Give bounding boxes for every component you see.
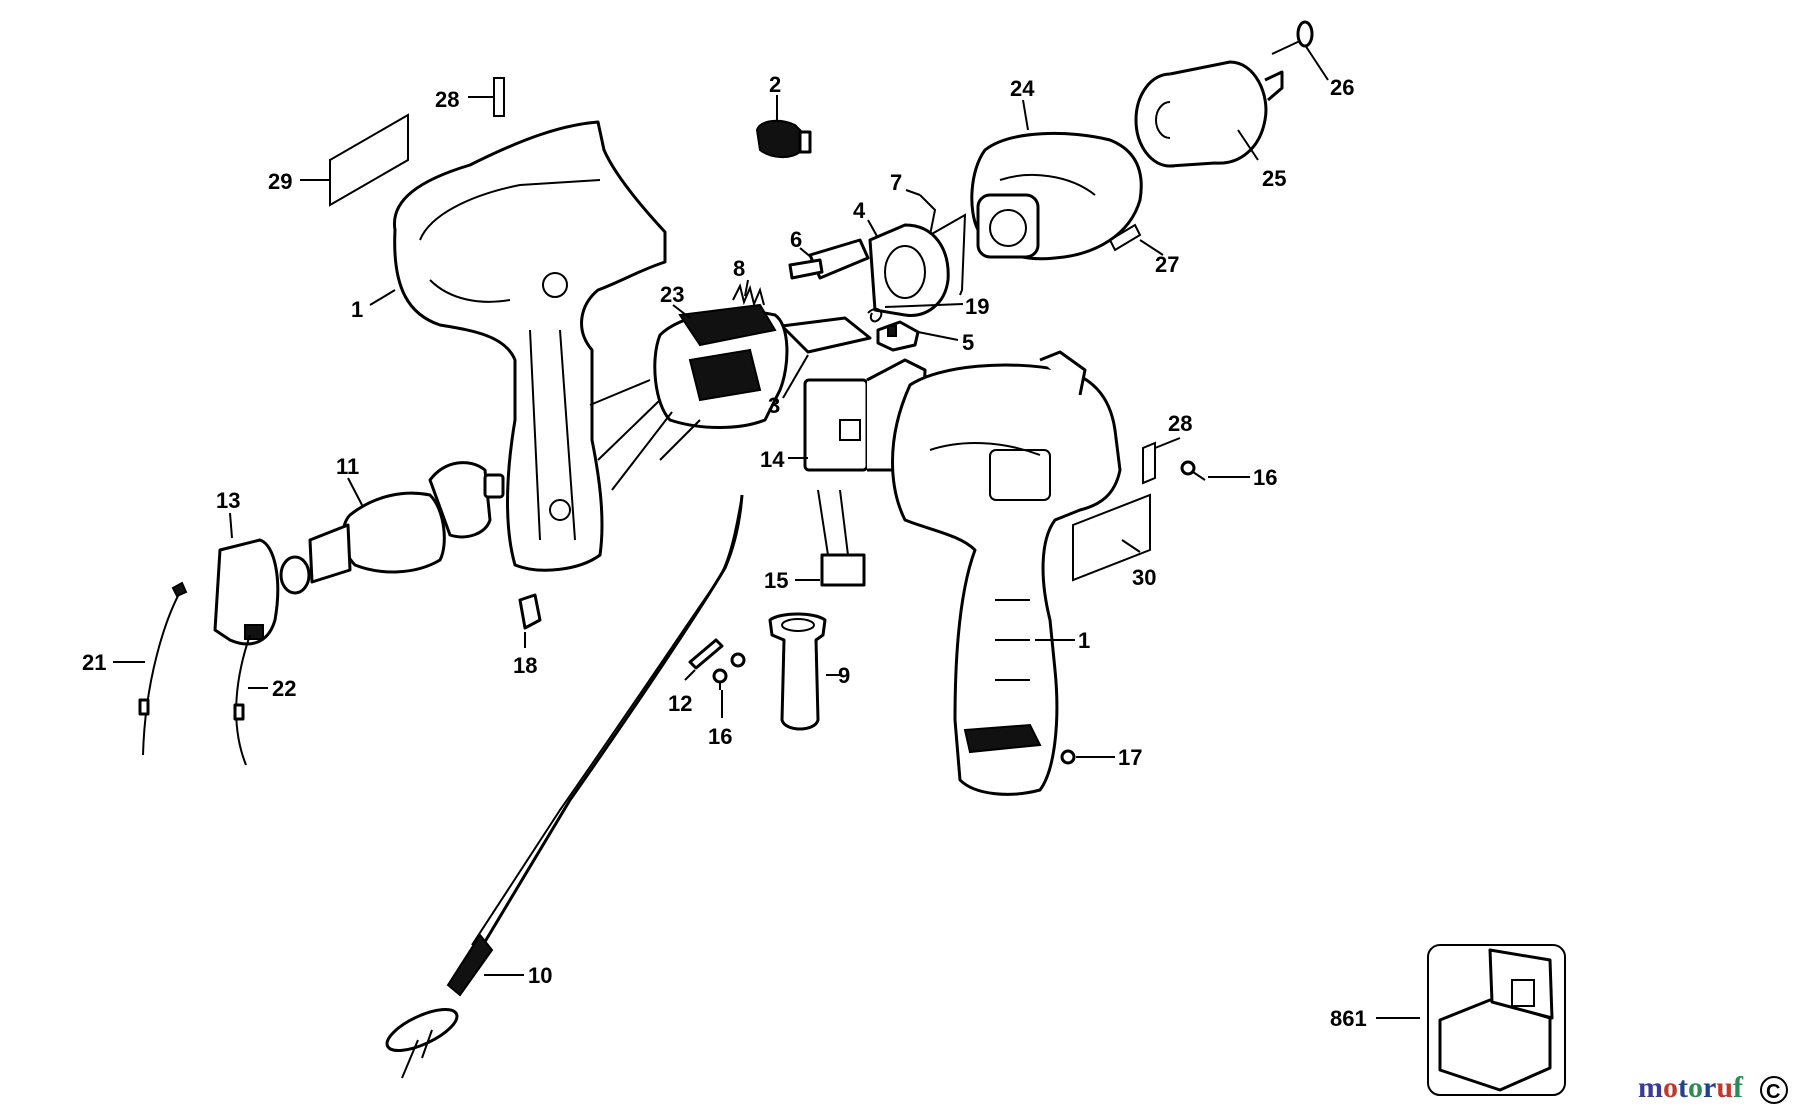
callout-15: 15 xyxy=(764,568,788,593)
svg-text:C: C xyxy=(1766,1081,1780,1103)
callout-5: 5 xyxy=(962,330,974,355)
carry-case xyxy=(1427,944,1566,1096)
slide-switch xyxy=(876,320,920,352)
callout-1: 1 xyxy=(351,297,363,322)
label-plate-27 xyxy=(1108,223,1142,252)
corner-mark: C xyxy=(1760,1076,1788,1104)
brush-lead-21 xyxy=(138,581,188,756)
brush-plate xyxy=(213,538,280,646)
callout-26: 26 xyxy=(1330,75,1354,100)
callout-16: 16 xyxy=(1253,465,1277,490)
callout-8: 8 xyxy=(733,256,745,281)
callout-4: 4 xyxy=(853,198,866,223)
callout-18: 18 xyxy=(513,653,537,678)
callout-22: 22 xyxy=(272,676,296,701)
housing-right-half xyxy=(891,350,1122,796)
bearing-retainer xyxy=(868,223,950,317)
callout-6: 6 xyxy=(790,227,802,252)
callout-28: 28 xyxy=(435,87,459,112)
screw-16-bottom xyxy=(712,652,746,690)
callout-1: 1 xyxy=(1078,628,1090,653)
brush-holder xyxy=(518,593,542,630)
cord-clamp xyxy=(688,638,724,670)
callout-3: 3 xyxy=(768,393,780,418)
callout-16: 16 xyxy=(708,724,732,749)
callout-30: 30 xyxy=(1132,565,1156,590)
label-plate-29 xyxy=(329,113,409,207)
callout-11: 11 xyxy=(336,454,359,479)
callout-27: 27 xyxy=(1155,252,1179,277)
chuck-screw xyxy=(1271,20,1314,55)
forward-reverse-button xyxy=(755,119,812,158)
label-plate-28-right xyxy=(1142,441,1156,485)
switch-plate xyxy=(780,316,872,354)
callout-23: 23 xyxy=(660,282,684,307)
armature xyxy=(279,461,505,595)
callout-12: 12 xyxy=(668,691,692,716)
callout-21: 21 xyxy=(82,650,106,675)
callout-10: 10 xyxy=(528,963,552,988)
callout-14: 14 xyxy=(760,447,785,472)
callout-9: 9 xyxy=(838,663,850,688)
callout-7: 7 xyxy=(890,170,902,195)
callout-13: 13 xyxy=(216,488,240,513)
label-plate-30 xyxy=(1072,493,1151,582)
callout-2: 2 xyxy=(769,72,781,97)
label-plate-28-left xyxy=(493,77,505,117)
compression-spring xyxy=(732,283,765,308)
gear-case xyxy=(970,131,1143,261)
callout-861: 861 xyxy=(1330,1006,1367,1031)
torsion-spring xyxy=(867,307,883,323)
housing-left-half xyxy=(392,120,667,572)
spring-clip xyxy=(919,194,967,296)
screw-17 xyxy=(1060,749,1076,765)
callout-17: 17 xyxy=(1118,745,1142,770)
side-handle xyxy=(768,612,827,731)
callout-29: 29 xyxy=(268,169,292,194)
field-stator xyxy=(589,303,789,491)
callout-19: 19 xyxy=(965,294,989,319)
power-cord xyxy=(385,494,744,1079)
keyless-chuck xyxy=(1134,60,1284,168)
screw-16-right xyxy=(1180,460,1206,481)
callout-24: 24 xyxy=(1010,76,1035,101)
brush-lead-22 xyxy=(233,634,251,766)
reversing-lever xyxy=(788,238,870,280)
callout-25: 25 xyxy=(1262,166,1286,191)
callout-28: 28 xyxy=(1168,411,1192,436)
capacitor xyxy=(817,489,866,587)
watermark: motoruf xyxy=(1638,1071,1744,1104)
